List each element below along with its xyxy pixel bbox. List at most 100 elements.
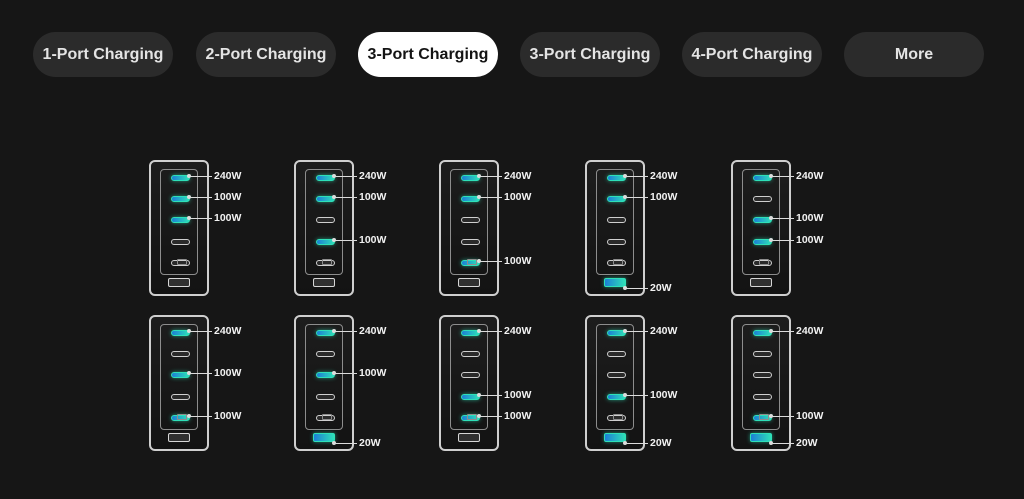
brand-logo-icon [177,259,187,265]
usb-c-port-idle [607,351,626,357]
usb-c-port-idle [316,351,335,357]
charger-illustration [439,160,499,296]
usb-c-port-active [171,196,190,202]
leader-line [187,216,212,220]
charger-illustration [149,315,209,451]
wattage-label: 240W [796,170,824,182]
leader-line [477,259,502,263]
leader-line [769,216,794,220]
leader-line [623,174,648,178]
wattage-label: 240W [214,325,242,337]
port-panel [305,324,343,430]
usb-c-port-active [316,239,335,245]
usb-c-port-idle [753,372,772,378]
usb-c-port-idle [753,196,772,202]
usb-c-port-idle [171,351,190,357]
usb-c-port-active [753,330,772,336]
wattage-label: 100W [214,410,242,422]
wattage-label: 100W [504,191,532,203]
charger-illustration [294,315,354,451]
tab-2-port-charging[interactable]: 2-Port Charging [196,32,336,77]
charger-illustration [731,315,791,451]
usb-c-port-active [753,415,772,421]
usb-c-port-idle [171,260,190,266]
usb-c-port-active [461,394,480,400]
usb-c-port-active [461,260,480,266]
leader-line [623,195,648,199]
leader-line [623,393,648,397]
wattage-label: 100W [796,234,824,246]
charger-illustration [294,160,354,296]
charger-illustration [149,160,209,296]
usb-c-port-idle [607,372,626,378]
leader-line [477,329,502,333]
usb-c-port-active [316,175,335,181]
leader-line [623,286,648,290]
wattage-label: 20W [650,282,672,294]
brand-logo-icon [322,259,332,265]
usb-a-port-idle [750,278,772,287]
wattage-label: 240W [504,325,532,337]
charger-illustration [439,315,499,451]
usb-c-port-active [171,175,190,181]
tab-3-port-charging-a[interactable]: 3-Port Charging [358,32,498,77]
charger-illustration [585,160,645,296]
leader-line [769,174,794,178]
tab-more[interactable]: More [844,32,984,77]
usb-a-port-idle [168,433,190,442]
wattage-label: 240W [796,325,824,337]
tab-4-port-charging[interactable]: 4-Port Charging [682,32,822,77]
leader-line [332,238,357,242]
charging-mode-tabs: 1-Port Charging 2-Port Charging 3-Port C… [0,32,1024,78]
port-panel [450,324,488,430]
charger-illustration [731,160,791,296]
usb-a-port-idle [313,278,335,287]
wattage-label: 20W [796,437,818,449]
wattage-label: 100W [359,191,387,203]
usb-c-port-idle [316,217,335,223]
brand-logo-icon [759,259,769,265]
leader-line [332,195,357,199]
brand-logo-icon [322,414,332,420]
usb-a-port-active [604,433,626,442]
usb-c-port-active [171,330,190,336]
usb-c-port-idle [607,239,626,245]
charger-illustration [585,315,645,451]
usb-a-port-idle [168,278,190,287]
usb-c-port-active [171,372,190,378]
usb-c-port-active [607,175,626,181]
tab-3-port-charging-b[interactable]: 3-Port Charging [520,32,660,77]
port-panel [450,169,488,275]
brand-logo-icon [613,414,623,420]
leader-line [769,238,794,242]
wattage-label: 100W [650,389,678,401]
tab-1-port-charging[interactable]: 1-Port Charging [33,32,173,77]
wattage-label: 240W [359,325,387,337]
usb-c-port-active [461,196,480,202]
leader-line [477,174,502,178]
leader-line [769,414,794,418]
wattage-label: 20W [650,437,672,449]
usb-c-port-active [316,330,335,336]
wattage-label: 100W [504,255,532,267]
wattage-label: 100W [214,191,242,203]
usb-c-port-idle [316,394,335,400]
port-panel [596,169,634,275]
usb-c-port-idle [461,239,480,245]
usb-c-port-idle [316,415,335,421]
leader-line [477,393,502,397]
wattage-label: 100W [214,367,242,379]
leader-line [332,371,357,375]
usb-c-port-active [461,415,480,421]
wattage-label: 100W [650,191,678,203]
usb-a-port-active [750,433,772,442]
usb-c-port-idle [753,351,772,357]
